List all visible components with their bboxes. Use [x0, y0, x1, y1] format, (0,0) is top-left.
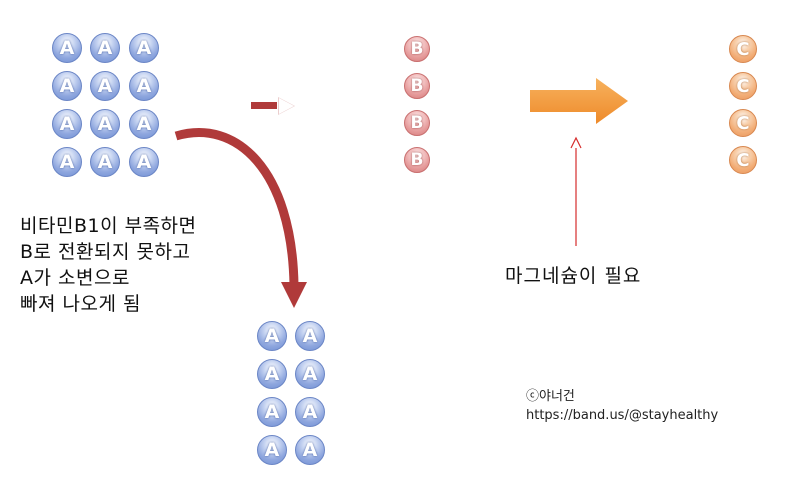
a-ball: A: [257, 321, 287, 351]
a-ball: A: [129, 109, 159, 139]
curved-down-arrow-head-icon: [281, 282, 307, 308]
a-ball: A: [90, 109, 120, 139]
c-ball: C: [729, 35, 757, 63]
a-ball: A: [52, 109, 82, 139]
curved-down-arrow-icon: [174, 128, 299, 286]
credit-author: ⓒ야너건: [526, 389, 575, 404]
b-ball: B: [404, 36, 430, 62]
c-ball: C: [729, 72, 757, 100]
a-ball: A: [90, 147, 120, 177]
right-arrow-small-icon: [251, 95, 297, 117]
a-ball: A: [257, 435, 287, 465]
a-ball: A: [90, 71, 120, 101]
a-ball: A: [52, 147, 82, 177]
note-line: 빠져 나오게 됨: [20, 293, 141, 315]
a-ball: A: [295, 321, 325, 351]
a-ball: A: [90, 33, 120, 63]
magnesium-label: 마그네슘이 필요: [505, 265, 642, 287]
credit: ⓒ야너건 https://band.us/@stayhealthy: [526, 387, 718, 425]
b-ball: B: [404, 110, 430, 136]
a-ball: A: [129, 33, 159, 63]
a-ball: A: [52, 71, 82, 101]
up-arrow-thin-icon: [570, 136, 582, 246]
a-ball: A: [257, 359, 287, 389]
deficiency-note: 비타민B1이 부족하면 B로 전환되지 못하고 A가 소변으로 빠져 나오게 됨: [20, 213, 197, 317]
c-ball: C: [729, 109, 757, 137]
note-line: B로 전환되지 못하고: [20, 241, 191, 263]
b-ball: B: [404, 73, 430, 99]
note-line: A가 소변으로: [20, 267, 130, 289]
right-arrow-large-icon: [530, 78, 628, 124]
a-ball: A: [129, 71, 159, 101]
c-ball: C: [729, 146, 757, 174]
note-line: 비타민B1이 부족하면: [20, 215, 197, 237]
a-ball: A: [295, 359, 325, 389]
a-ball: A: [295, 397, 325, 427]
a-ball: A: [295, 435, 325, 465]
a-ball: A: [129, 147, 159, 177]
a-ball: A: [52, 33, 82, 63]
b-ball: B: [404, 147, 430, 173]
a-ball: A: [257, 397, 287, 427]
credit-url: https://band.us/@stayhealthy: [526, 408, 719, 423]
